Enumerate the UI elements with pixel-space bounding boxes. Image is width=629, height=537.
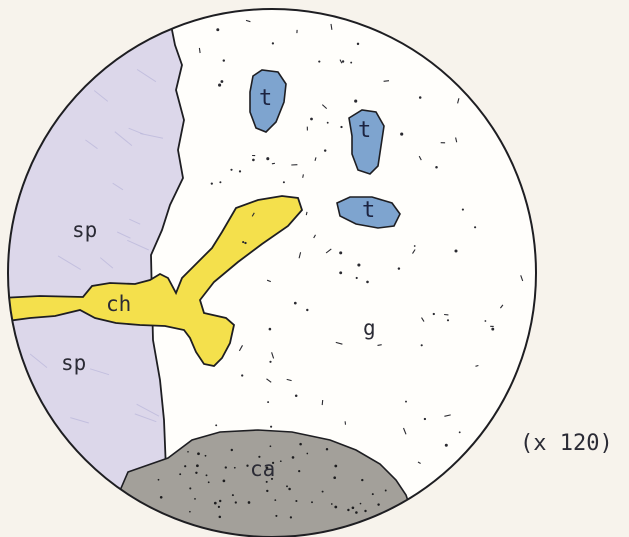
label-t-1: t bbox=[259, 88, 272, 110]
label-ca: ca bbox=[250, 459, 275, 480]
label-t-2: t bbox=[358, 120, 371, 142]
label-t-3: t bbox=[362, 200, 375, 222]
label-g: g bbox=[363, 318, 376, 339]
label-ch: ch bbox=[106, 294, 131, 315]
magnification-label: (x 120) bbox=[520, 433, 613, 455]
label-sp-lower: sp bbox=[61, 353, 86, 374]
label-sp-upper: sp bbox=[72, 220, 97, 241]
